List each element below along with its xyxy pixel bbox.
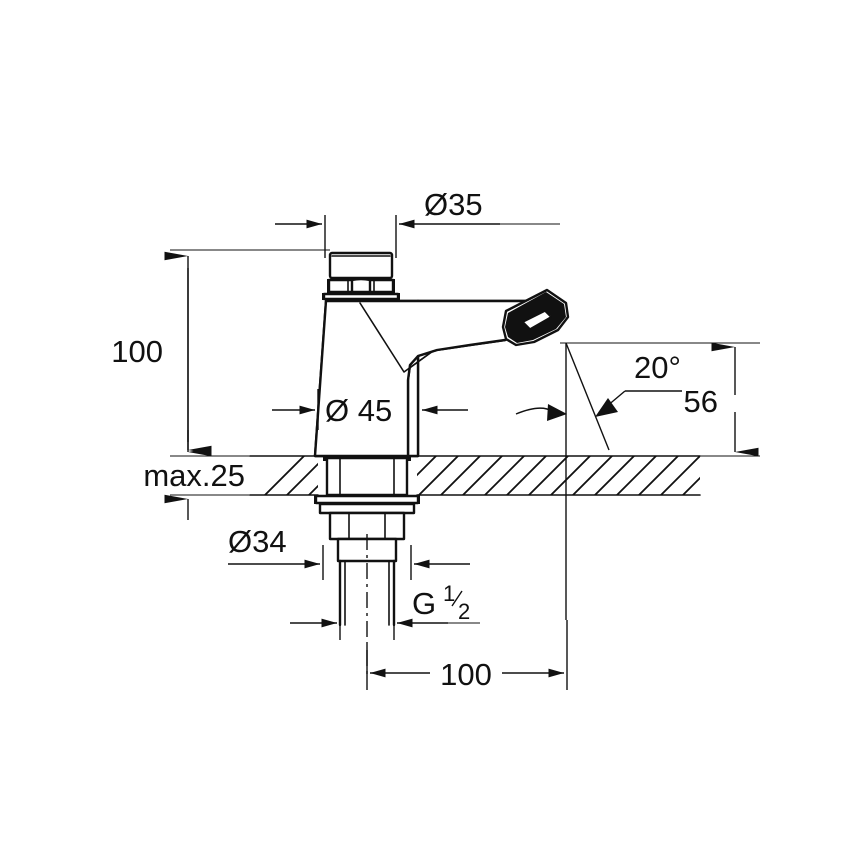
dim-outlet-angle: 20° — [515, 342, 682, 620]
dim-deck-thickness: max.25 — [143, 430, 245, 520]
mounting-deck — [249, 455, 701, 496]
dim-spout-reach: 100 — [366, 620, 568, 692]
height-label: 100 — [111, 334, 163, 369]
thread-numerator: 1 — [443, 581, 455, 606]
thread-denominator: 2 — [458, 599, 470, 624]
body-diameter-label: Ø 45 — [325, 393, 392, 428]
angle-label: 20° — [634, 350, 681, 385]
dim-cap-diameter: Ø35 — [275, 187, 560, 258]
dim-spout-height: 100 — [111, 249, 330, 455]
mounting-nut — [314, 494, 420, 515]
outlet-height-label: 56 — [684, 384, 718, 419]
sensor-cap — [322, 251, 400, 301]
dim-base-diameter: Ø34 — [228, 524, 470, 580]
dim-thread-size: G 1 2 — [290, 581, 480, 640]
cap-diameter-label: Ø35 — [424, 187, 483, 222]
threaded-shank — [314, 456, 420, 627]
aerator-outlet — [501, 288, 570, 347]
hex-nut — [327, 277, 395, 294]
dim-body-diameter: Ø 45 — [272, 389, 468, 430]
thread-label: G — [412, 586, 436, 621]
base-diameter-label: Ø34 — [228, 524, 287, 559]
deck-thickness-label: max.25 — [143, 458, 245, 493]
flange — [322, 292, 400, 301]
reach-label: 100 — [440, 657, 492, 692]
dim-outlet-height: 56 — [560, 342, 760, 457]
